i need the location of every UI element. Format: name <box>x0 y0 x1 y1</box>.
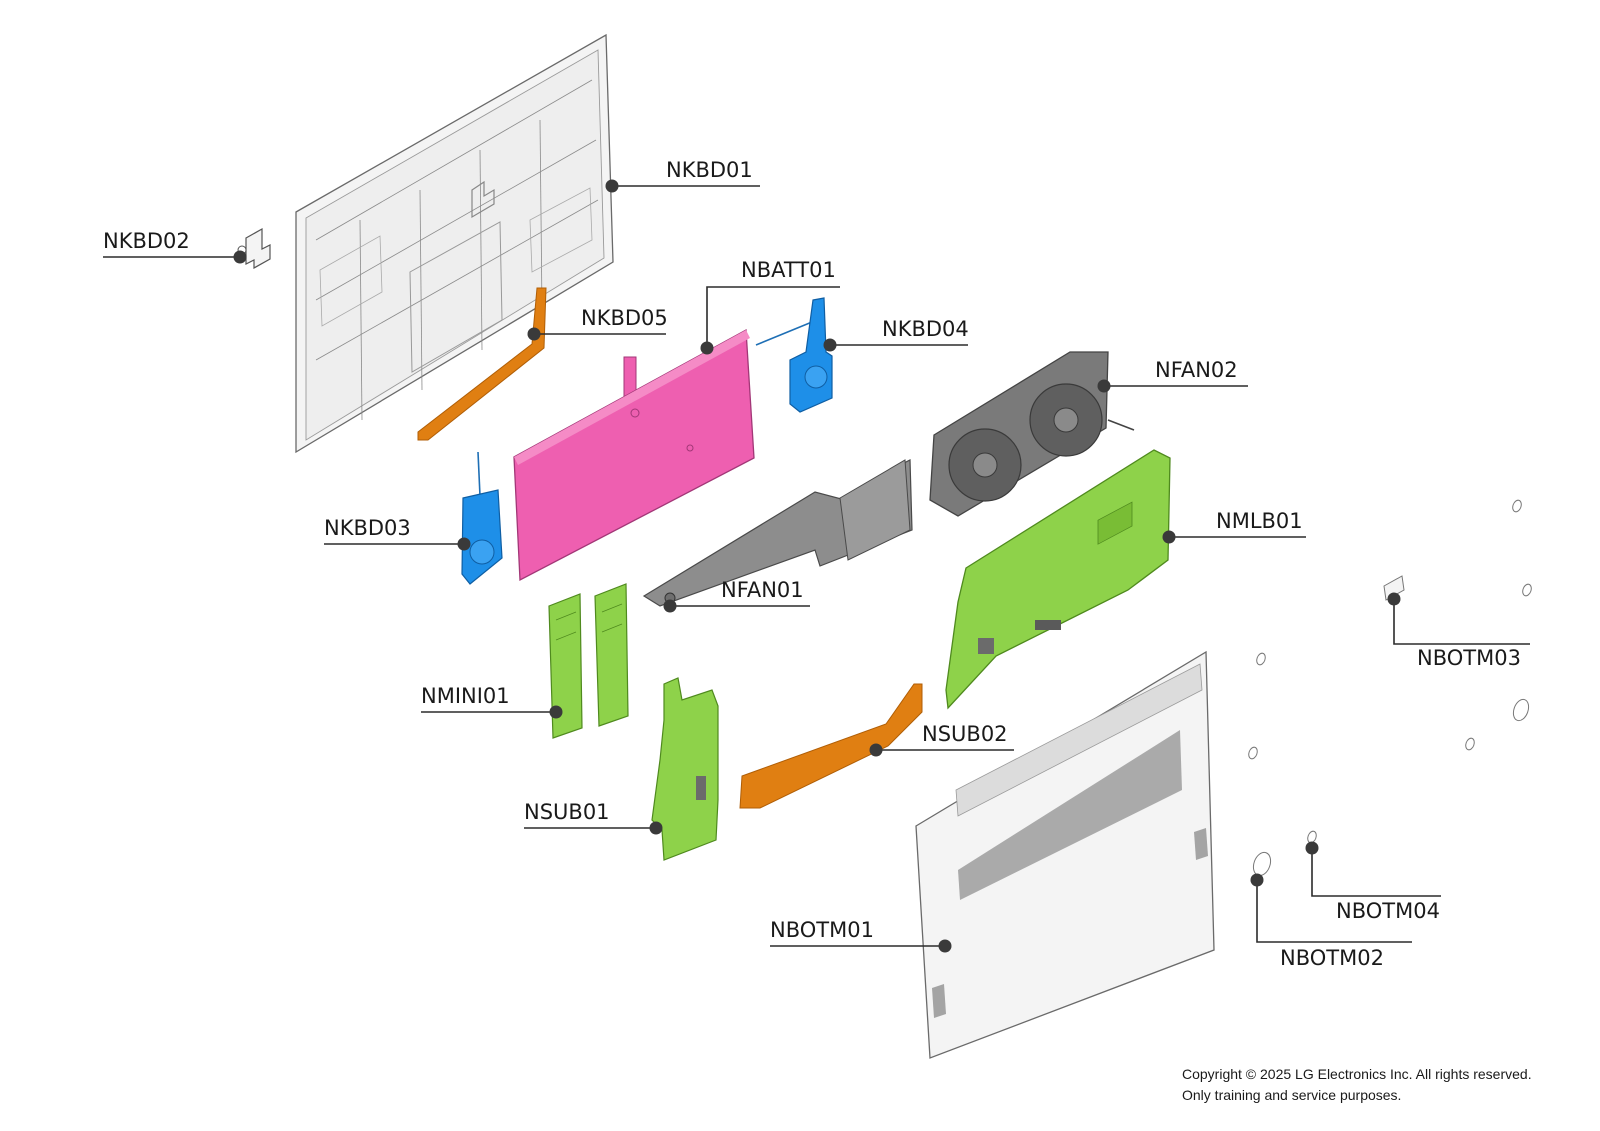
sub-board-fpc <box>739 683 923 809</box>
part-labels: NKBD01 NKBD02 NKBD05 NBATT01 NKBD04 NFAN… <box>103 158 1521 970</box>
copyright-line-2: Only training and service purposes. <box>1182 1087 1402 1103</box>
label-nkbd05: NKBD05 <box>581 306 668 330</box>
label-nkbd04: NKBD04 <box>882 317 969 341</box>
main-logic-board <box>945 449 1171 710</box>
heatsink-heatpipe <box>642 459 913 607</box>
dual-fan-assembly <box>929 351 1135 517</box>
label-nmlb01: NMLB01 <box>1216 509 1303 533</box>
label-nbotm02: NBOTM02 <box>1280 946 1384 970</box>
speaker-right <box>755 297 833 413</box>
leader-dots <box>233 179 1401 953</box>
leader-lines <box>103 185 1530 947</box>
sub-board <box>651 677 719 861</box>
label-nsub01: NSUB01 <box>524 800 610 824</box>
keyboard-fpc-cable <box>417 287 547 441</box>
m2-storage-modules <box>548 583 629 739</box>
battery-pack <box>513 328 755 582</box>
label-nbotm04: NBOTM04 <box>1336 899 1440 923</box>
label-nbatt01: NBATT01 <box>741 258 836 282</box>
keyboard-top-case <box>295 33 614 454</box>
label-nmini01: NMINI01 <box>421 684 510 708</box>
label-nbotm03: NBOTM03 <box>1417 646 1521 670</box>
rubber-feet-and-screws <box>1248 499 1532 877</box>
bottom-case <box>915 650 1215 1059</box>
label-nbotm01: NBOTM01 <box>770 918 874 942</box>
copyright-line-1: Copyright © 2025 LG Electronics Inc. All… <box>1182 1066 1532 1082</box>
fpc-shape <box>417 287 547 441</box>
label-nfan02: NFAN02 <box>1155 358 1238 382</box>
label-nfan01: NFAN01 <box>721 578 804 602</box>
label-nkbd01: NKBD01 <box>666 158 753 182</box>
label-nsub02: NSUB02 <box>922 722 1008 746</box>
speaker-left <box>461 451 503 585</box>
label-nkbd03: NKBD03 <box>324 516 411 540</box>
label-nkbd02: NKBD02 <box>103 229 190 253</box>
copyright-notice: Copyright © 2025 LG Electronics Inc. All… <box>1182 1064 1592 1106</box>
